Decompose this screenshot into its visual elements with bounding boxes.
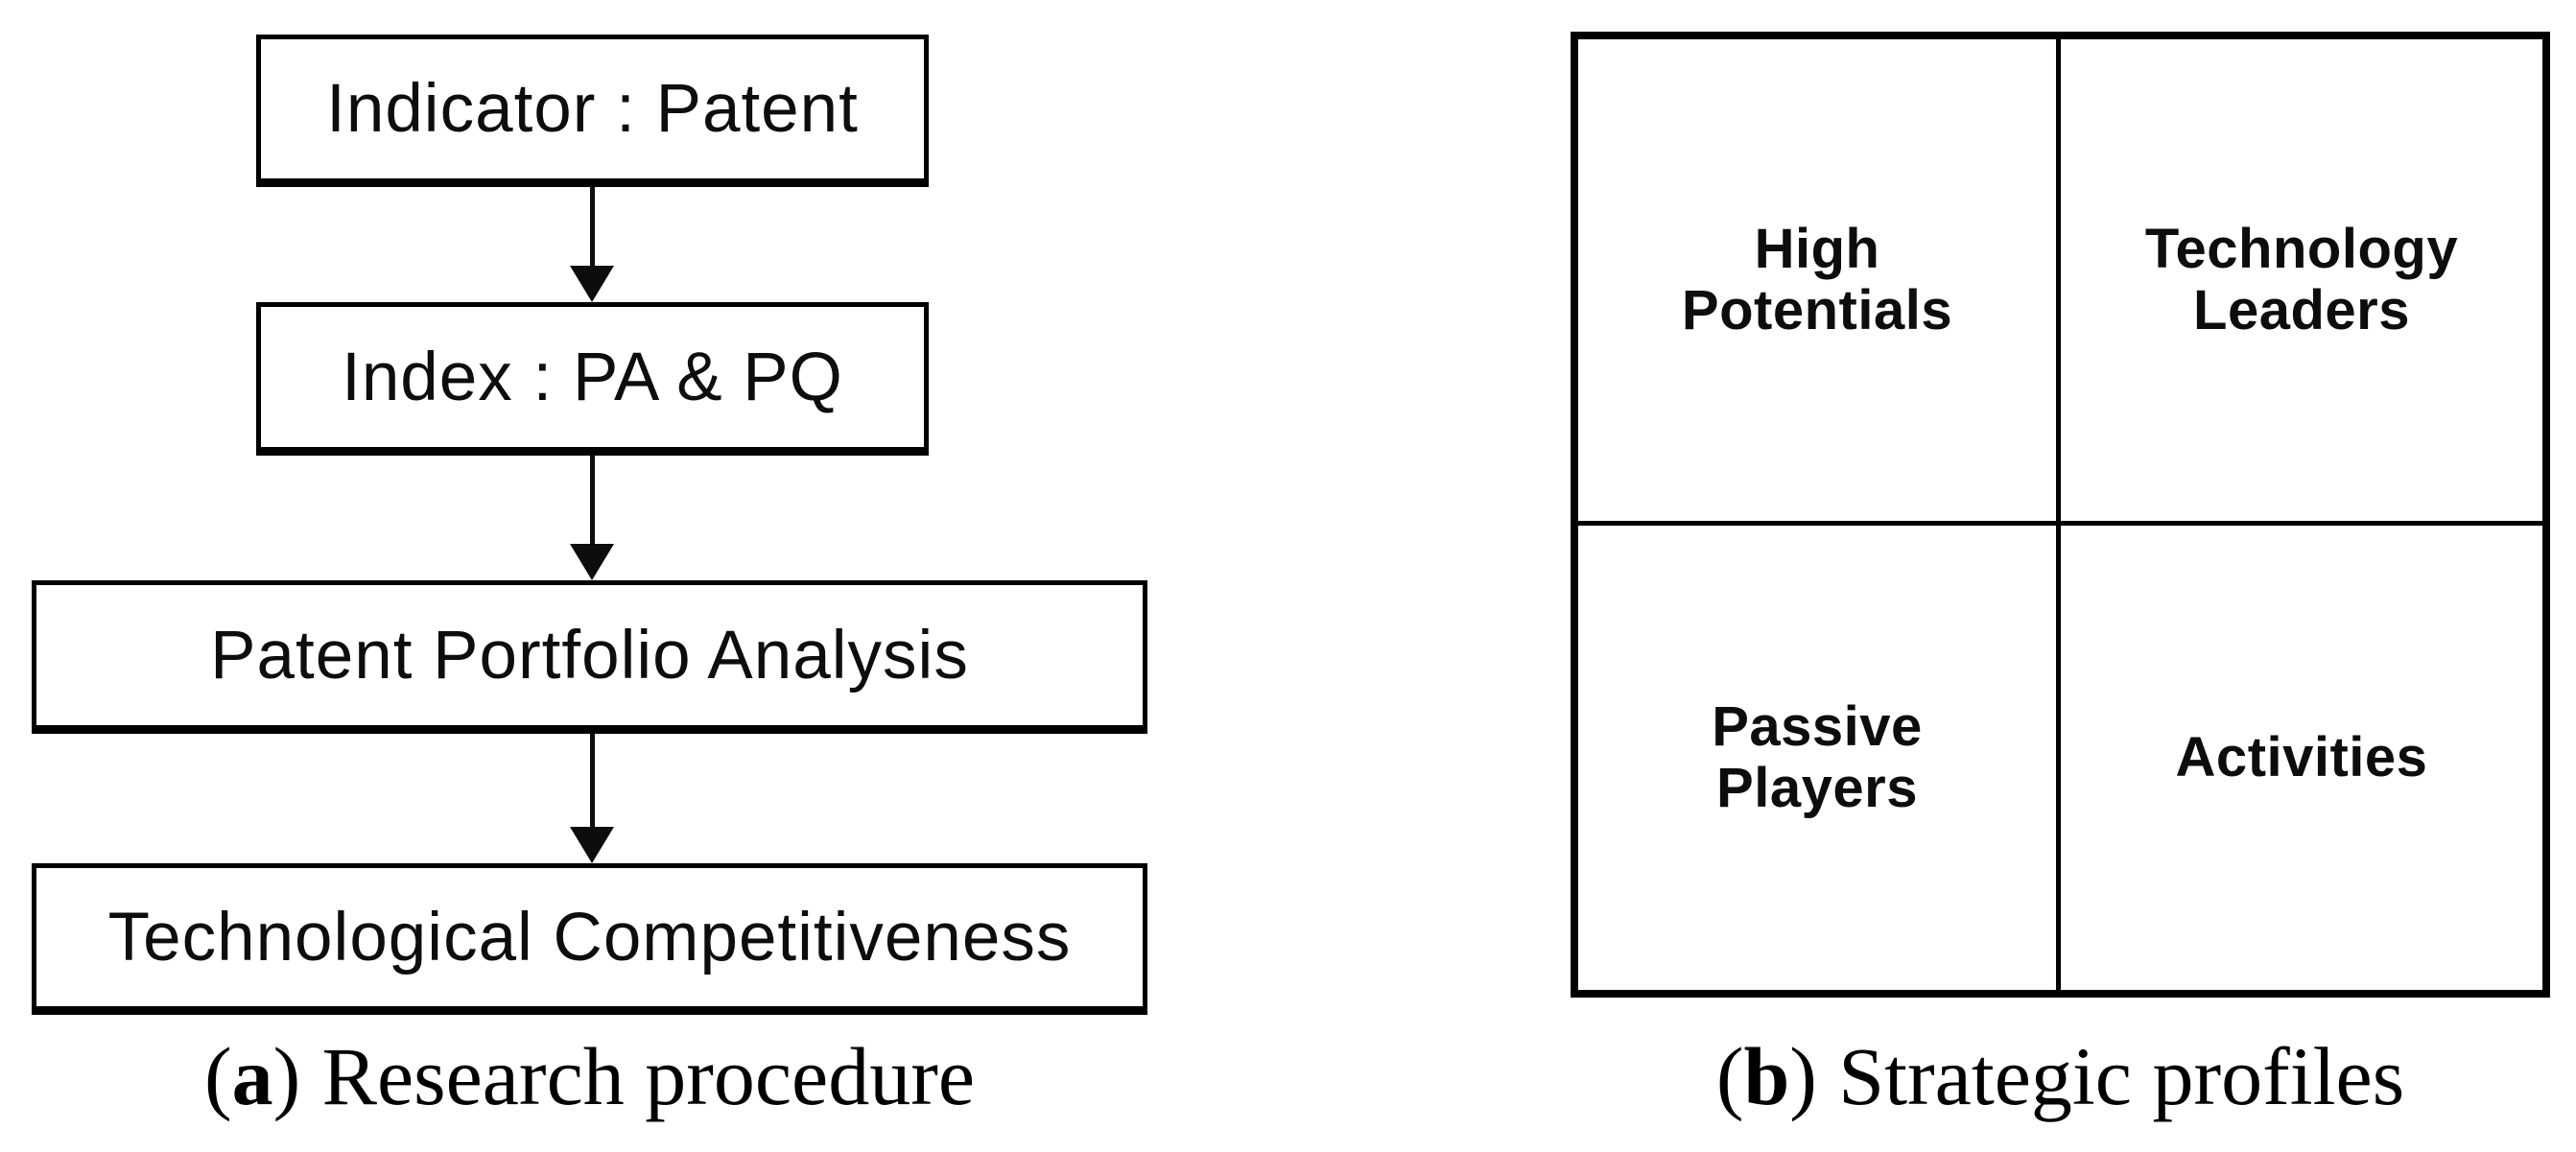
down-arrow-icon [569, 456, 615, 580]
quadrant-top-right: Technology Leaders [2061, 39, 2542, 526]
flow-box-label: Patent Portfolio Analysis [210, 617, 969, 694]
caption-paren-close: ) [272, 1030, 301, 1122]
arrow-head [570, 544, 614, 580]
caption-letter: b [1743, 1030, 1790, 1122]
arrow-stem [589, 456, 595, 544]
arrow-head [570, 266, 614, 302]
quadrant-label: Passive Players [1712, 695, 1923, 819]
quadrant-label: High Potentials [1681, 218, 1953, 341]
down-arrow-icon [569, 187, 615, 302]
caption-paren-close: ) [1789, 1030, 1817, 1122]
caption-text: Strategic profiles [1838, 1030, 2405, 1122]
flow-box-index: Index : PA & PQ [256, 302, 929, 456]
arrow-head [570, 827, 614, 863]
flow-box-label: Indicator : Patent [326, 71, 859, 147]
flow-box-portfolio-analysis: Patent Portfolio Analysis [32, 580, 1147, 734]
quadrant-label: Activities [2175, 726, 2428, 789]
caption-paren-open: ( [1715, 1030, 1744, 1122]
flow-box-label: Technological Competitiveness [107, 899, 1072, 976]
quadrant-bottom-left: Passive Players [1578, 526, 2061, 990]
down-arrow-icon [569, 734, 615, 863]
strategic-profiles-matrix: High Potentials Technology Leaders Passi… [1571, 32, 2550, 998]
arrow-stem [589, 734, 595, 827]
quadrant-label: Technology Leaders [2144, 218, 2459, 341]
caption-letter: a [231, 1030, 273, 1122]
flow-box-indicator: Indicator : Patent [256, 35, 929, 187]
quadrant-bottom-right: Activities [2061, 526, 2542, 990]
flow-box-label: Index : PA & PQ [342, 339, 843, 415]
caption-panel-b: (b)Strategic profiles [1571, 1028, 2550, 1124]
caption-panel-a: (a)Research procedure [32, 1028, 1147, 1124]
quadrant-top-left: High Potentials [1578, 39, 2061, 526]
caption-text: Research procedure [321, 1030, 976, 1122]
arrow-stem [589, 187, 595, 266]
caption-paren-open: ( [203, 1030, 232, 1122]
flow-box-technological-competitiveness: Technological Competitiveness [32, 863, 1147, 1015]
